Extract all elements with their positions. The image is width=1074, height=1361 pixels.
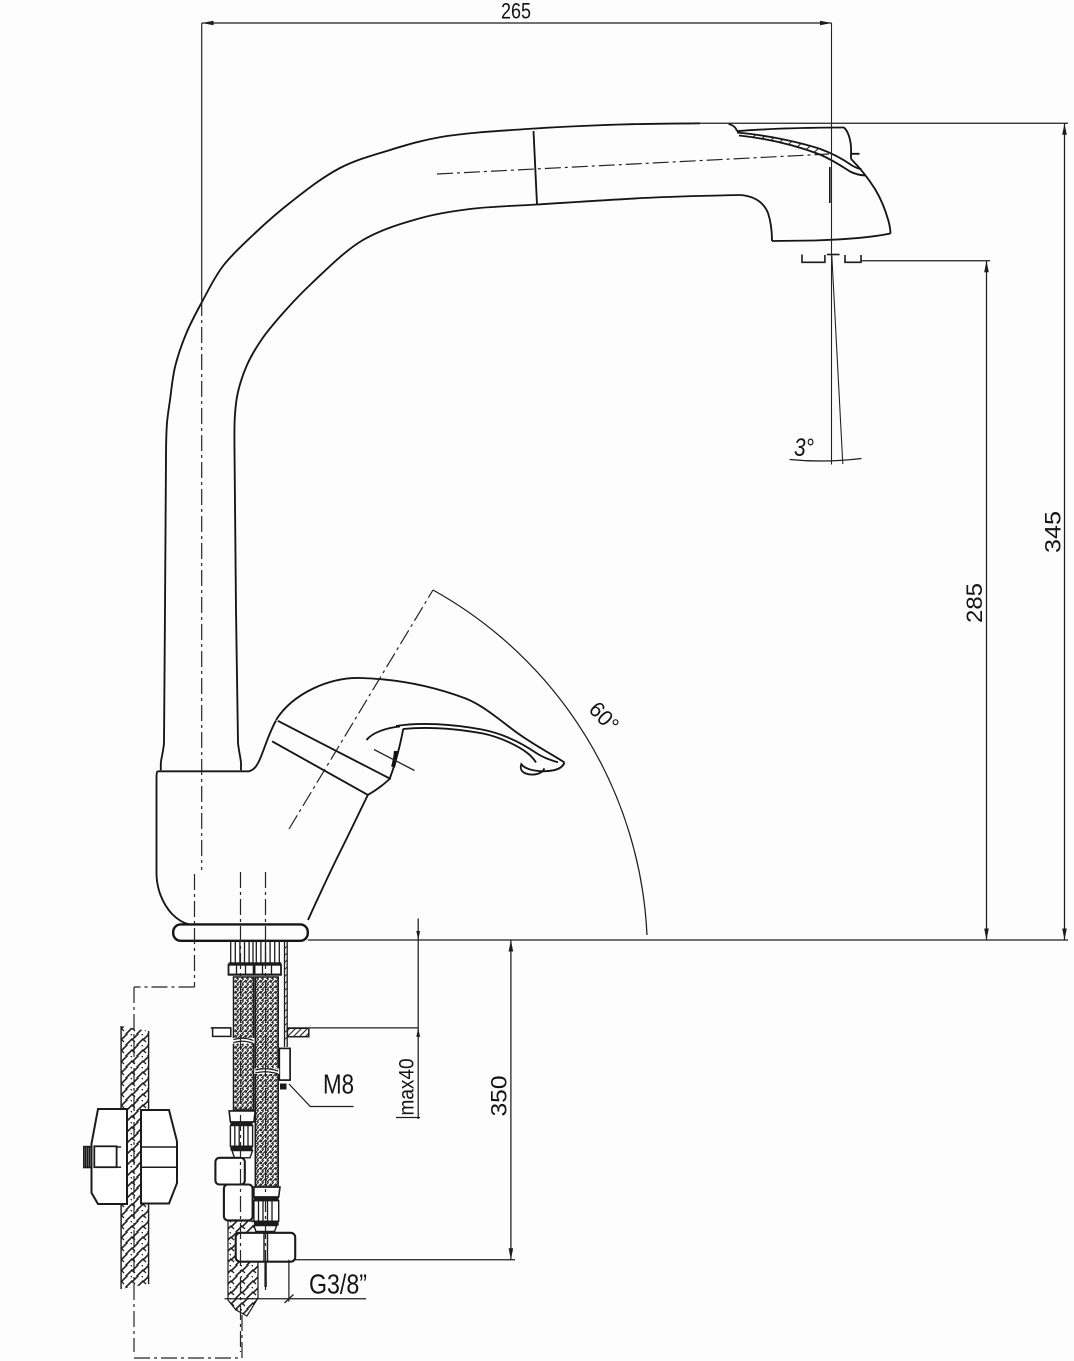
svg-text:350: 350 [487,1076,512,1117]
svg-text:M8: M8 [323,1069,354,1100]
svg-text:3°: 3° [794,434,814,462]
svg-text:G3/8”: G3/8” [309,1268,367,1299]
svg-text:345: 345 [1041,511,1066,553]
svg-text:285: 285 [962,583,987,623]
svg-text:265: 265 [501,0,531,24]
svg-text:max40: max40 [396,1059,419,1116]
